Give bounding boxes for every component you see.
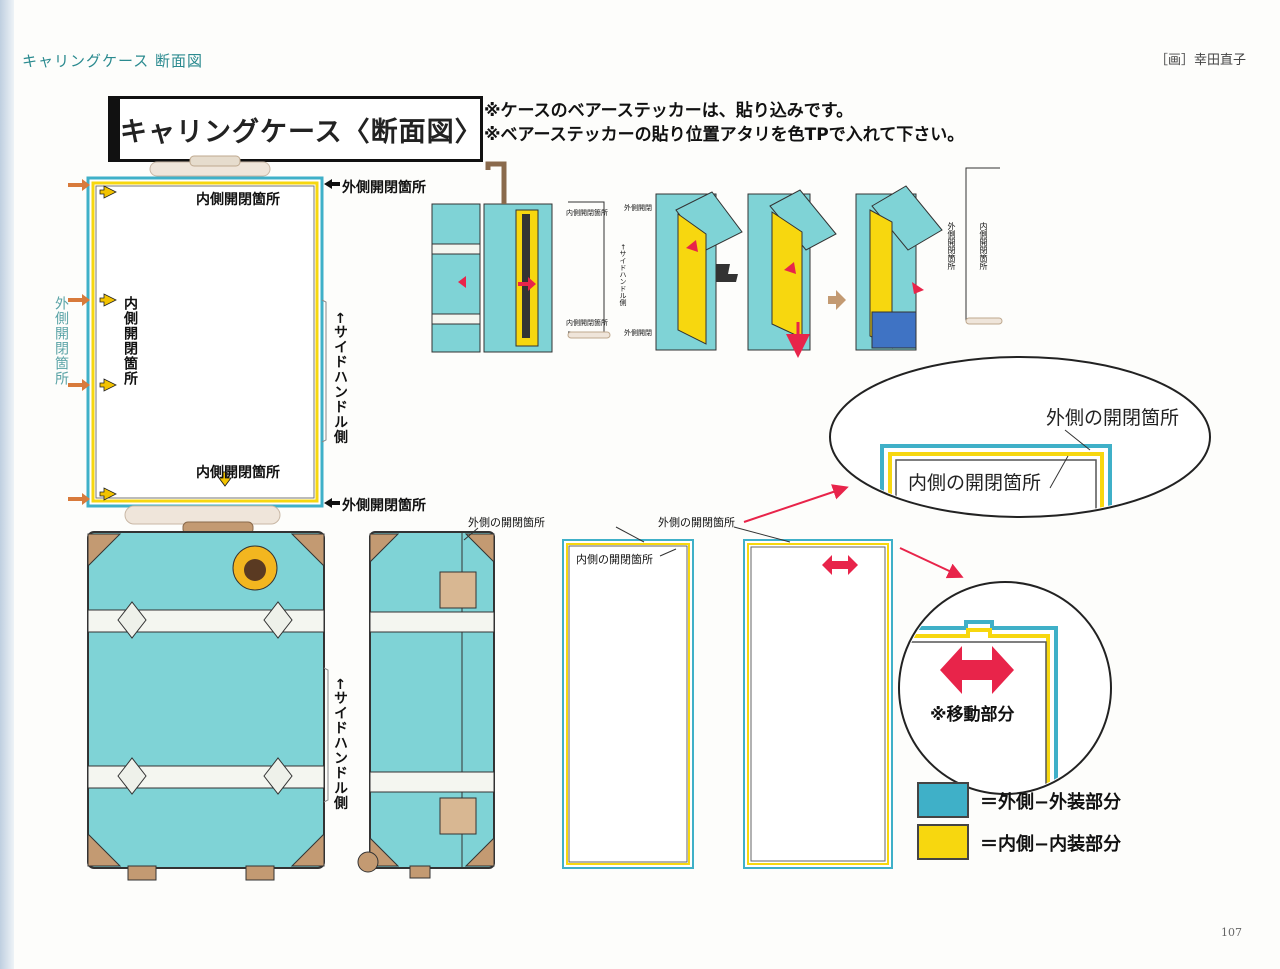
- page-edge: [0, 0, 14, 969]
- seq-label-outer-top: 外側開閉: [624, 204, 652, 212]
- suitcase-side-view: [357, 527, 495, 879]
- zoom-moving-label: ※移動部分: [930, 705, 1015, 725]
- legend-swatch-outer: [917, 782, 969, 818]
- legend-inner-label: ＝内側−内装部分: [980, 834, 1122, 855]
- seq-label-b-outer: 外側開閉箇所: [947, 222, 956, 270]
- zoom-inner-label: 内側の開閉箇所: [908, 472, 1042, 494]
- zoom-outer-label: 外側の開閉箇所: [1046, 407, 1180, 429]
- section-title: キャリングケース 断面図: [22, 52, 204, 70]
- label-inner-open-top: 内側開閉箇所: [196, 192, 280, 208]
- label-outer-open-bottom: 外側開閉箇所: [342, 498, 426, 514]
- suitcase-front-view: [87, 505, 329, 881]
- zoom-lower: [898, 581, 1112, 795]
- label-outer-open-left: 外側開閉箇所: [53, 296, 69, 386]
- artist-credit: ［画］幸田直子: [1154, 53, 1246, 68]
- label-side-handle-top: ←サイドハンドル側: [332, 312, 348, 445]
- label-side-handle-front: ←サイドハンドル側: [332, 678, 348, 811]
- zoom-upper: [829, 356, 1211, 518]
- label-inner-open-left: 内側開閉箇所: [122, 296, 138, 386]
- legend-swatch-inner: [917, 824, 969, 860]
- note-1: ※ケースのベアーステッカーは、貼り込みです。: [484, 101, 854, 121]
- opening-sequence: [431, 161, 1003, 358]
- opening-panels: [562, 484, 964, 869]
- seq-label-inner: 内側開閉箇所: [566, 209, 608, 217]
- panel-inner-label-1: 内側の開閉箇所: [576, 553, 653, 566]
- seq-label-b-inner: 内側開閉箇所: [979, 222, 988, 270]
- seq-label-side: ←サイドハンドル側: [619, 244, 627, 306]
- label-inner-open-bottom: 内側開閉箇所: [196, 465, 280, 481]
- note-2: ※ベアーステッカーの貼り位置アタリを色TPで入れて下さい。: [484, 125, 965, 145]
- label-outer-open-top: 外側開閉箇所: [342, 180, 426, 196]
- panel-outer-label-2: 外側の開閉箇所: [658, 516, 735, 529]
- title-box: キャリングケース〈断面図〉: [108, 96, 483, 162]
- cross-section: [68, 155, 340, 521]
- page-number: 107: [1221, 926, 1242, 939]
- legend-outer-label: ＝外側−外装部分: [980, 792, 1122, 813]
- seq-label-outer-bottom: 外側開閉: [624, 329, 652, 337]
- seq-label-inner-bottom: 内側開閉箇所: [566, 319, 608, 327]
- panel-outer-label-1: 外側の開閉箇所: [468, 516, 545, 529]
